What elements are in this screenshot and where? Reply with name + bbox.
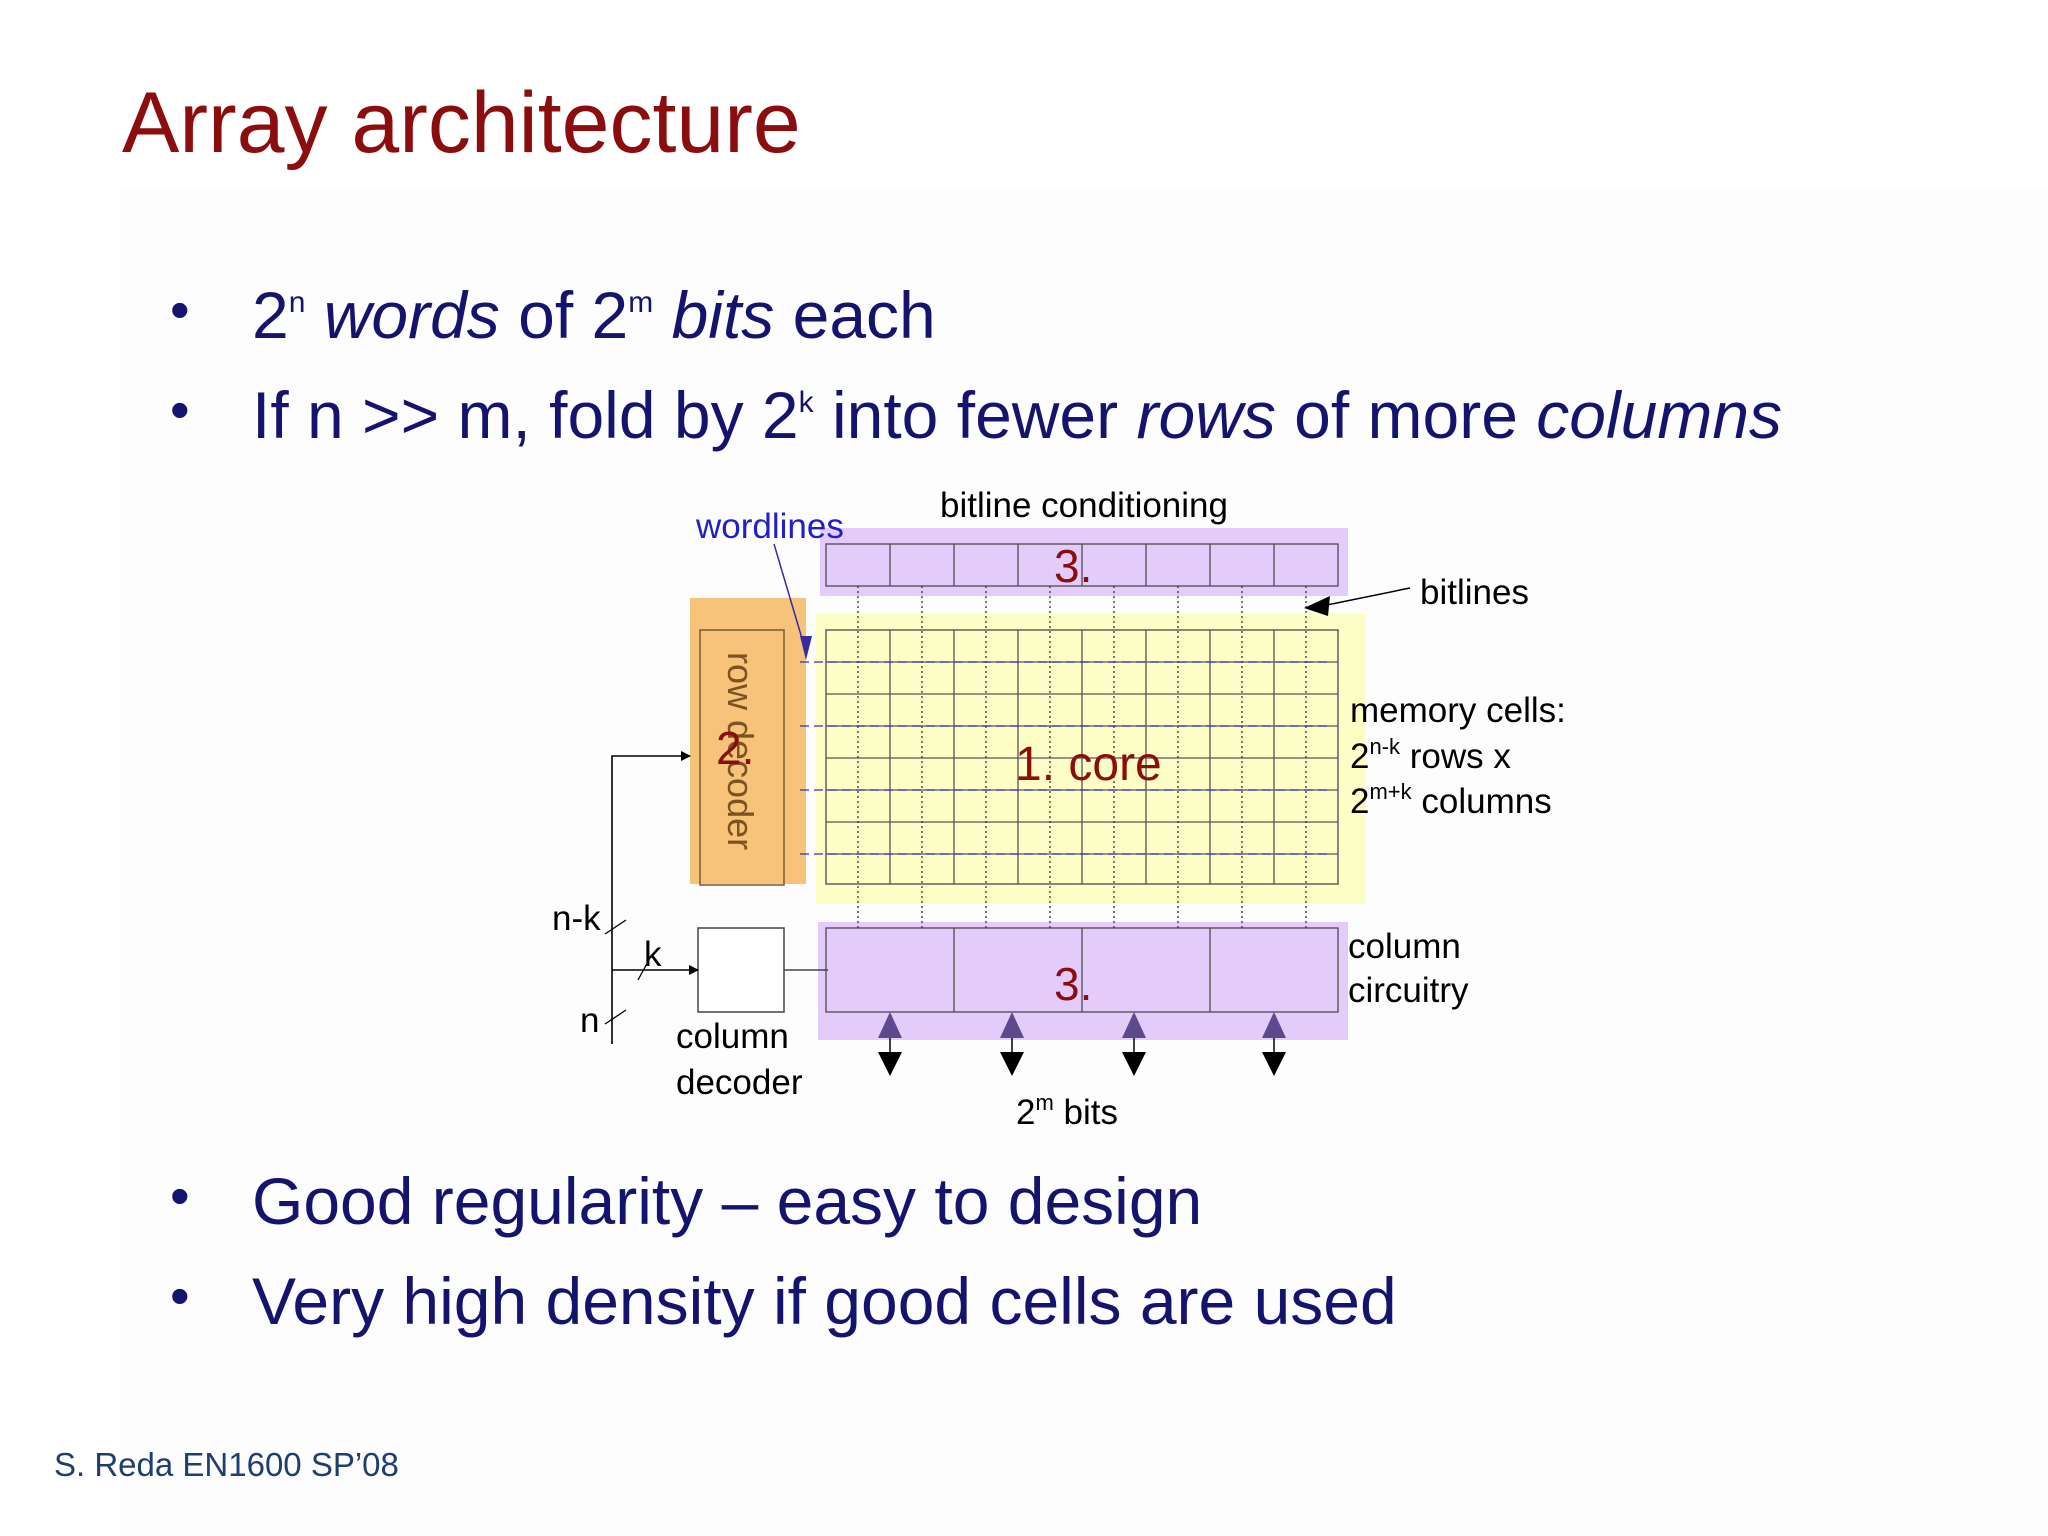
bullet-text: If n >> m, fold by 2k into fewer rows of… <box>252 378 1783 452</box>
memory-cells-line3: 2m+k columns <box>1350 779 1552 821</box>
bullet-marker: • <box>170 1264 190 1327</box>
row-decoder-number: 2. <box>716 722 754 774</box>
slide-footer: S. Reda EN1600 SP’08 <box>54 1446 399 1483</box>
block3-bottom-label: 3. <box>1054 958 1092 1010</box>
bullet-text: Very high density if good cells are used <box>252 1264 1397 1338</box>
row-decoder-box <box>699 629 785 886</box>
bitline-conditioning-block <box>820 528 1348 596</box>
bullet-text: 2n words of 2m bits each <box>252 278 936 352</box>
column-circuitry-line1: column <box>1348 927 1461 966</box>
bitline-conditioning-label: bitline conditioning <box>940 486 1228 525</box>
arrow-up-head <box>1000 1012 1024 1038</box>
bidirectional-arrow <box>878 1012 902 1076</box>
arrow-down-head <box>1000 1052 1024 1076</box>
wordlines-label: wordlines <box>695 507 844 546</box>
bullet-marker: • <box>170 278 190 341</box>
block3-top-label: 3. <box>1054 540 1092 592</box>
arrow-down-head <box>1122 1052 1146 1076</box>
bullet-text: Good regularity – easy to design <box>252 1164 1203 1238</box>
memory-cells-line1: memory cells: <box>1350 691 1566 730</box>
address-k-label: k <box>644 935 662 974</box>
tick-n <box>604 1009 627 1025</box>
column-circuitry-line2: circuitry <box>1348 971 1469 1010</box>
address-n-label: n <box>580 1001 599 1040</box>
bitlines-label: bitlines <box>1420 573 1529 612</box>
column-decoder-line1: column <box>676 1017 789 1056</box>
arrow-up-head <box>878 1012 902 1038</box>
data-bit-arrows <box>878 1012 1286 1076</box>
bitlines-pointer <box>1321 587 1411 607</box>
row-decoder-block <box>690 598 806 884</box>
core-label: 1. core <box>1015 738 1162 791</box>
slide-title: Array architecture <box>122 75 801 171</box>
address-nk-label: n-k <box>552 899 601 938</box>
tick-k <box>637 957 651 981</box>
wordlines-pointer-head <box>800 636 812 660</box>
bitlines-pointer-head <box>1304 596 1330 616</box>
tick-nk <box>604 919 627 935</box>
bullet-marker: • <box>170 378 190 441</box>
arrow-down-head <box>1262 1052 1286 1076</box>
column-decoder-line2: decoder <box>676 1063 803 1102</box>
data-bits-label: 2m bits <box>1016 1090 1118 1132</box>
bidirectional-arrow <box>1122 1012 1146 1076</box>
wordlines-pointer <box>773 543 807 653</box>
bidirectional-arrow <box>1000 1012 1024 1076</box>
address-bus-line <box>611 751 691 1044</box>
arrow-down-head <box>878 1052 902 1076</box>
column-circuitry-block <box>818 922 1348 1040</box>
memory-cells-line2: 2n-k rows x <box>1350 734 1511 776</box>
row-decoder-label: row decoder <box>720 652 761 850</box>
bitline-conditioning-cells <box>825 543 1339 587</box>
column-decoder-box <box>697 927 785 1013</box>
arrow-up-head <box>1262 1012 1286 1038</box>
bidirectional-arrow <box>1262 1012 1286 1076</box>
bitline-lines <box>857 586 1307 928</box>
bullet-marker: • <box>170 1164 190 1227</box>
wordline-lines <box>800 661 1330 855</box>
arrow-up-head <box>1122 1012 1146 1038</box>
